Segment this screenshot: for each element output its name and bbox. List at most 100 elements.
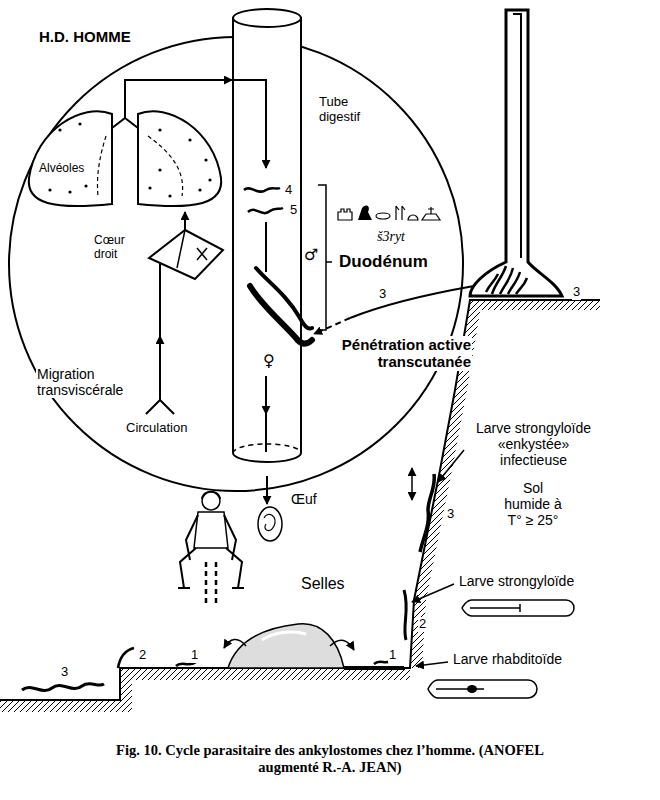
text-anchor: 2 [418, 614, 427, 632]
circle-heading: H.D. HOMME [38, 28, 132, 45]
text-anchor: 1 [388, 645, 397, 663]
stage-label: Œuf [290, 491, 318, 507]
foot-drawing-part [486, 266, 527, 294]
larva-diagrams-part [470, 604, 520, 612]
lungs-shape-outline-part [112, 100, 138, 128]
callout-number: 3 [378, 287, 387, 302]
digestive-tube-outline [232, 8, 302, 463]
label-arrows [412, 450, 464, 666]
lungs-shape: Alvéoles [20, 100, 230, 212]
lungs-shape-outline-part [48, 188, 51, 191]
label-arrows-part [416, 662, 448, 666]
lungs-shape-outline-part [158, 128, 161, 131]
text-anchor: 2 [138, 645, 147, 663]
larva-diagrams-part [467, 685, 477, 693]
hieroglyphs [338, 205, 440, 220]
hieroglyphs-part [396, 206, 405, 220]
callout-number: 1 [388, 648, 397, 663]
text-anchor: 3 [572, 282, 581, 300]
digestive-tube-outline-part-part [265, 222, 267, 272]
hieroglyphs-part [376, 213, 390, 219]
text-anchor: Cœur droit [93, 234, 135, 262]
figure-caption: Fig. 10. Cycle parasitaire des ankylosto… [115, 742, 545, 775]
text-anchor: Larve strongyloïde [458, 572, 575, 590]
lungs-shape-outline-part [97, 136, 106, 196]
feces-part [344, 666, 404, 670]
soil-label: Sol humide à T° ≥ 25° [500, 480, 566, 528]
process-label: Circulation [125, 421, 188, 436]
larvae [22, 468, 434, 691]
stage-label: Larve strongyloïde «enkystée» infectieus… [466, 420, 601, 468]
lungs-shape-outline-part [198, 188, 201, 191]
egg [258, 476, 282, 541]
text-anchor: Œuf [290, 490, 318, 508]
text-anchor: Duodénum [338, 252, 429, 272]
label-arrows-part [438, 450, 464, 482]
sex-symbol: ♀ [262, 352, 276, 370]
duodenum-bracket [318, 185, 332, 330]
digestive-tube-outline-part [233, 9, 301, 27]
digestive-tube-outline-part-part [234, 80, 266, 168]
lungs-shape-outline-part [188, 138, 191, 141]
text-anchor: Larve rhabditoïde [452, 650, 563, 668]
text-anchor: 1 [190, 645, 199, 663]
digestive-tube-outline-part-part [248, 208, 283, 213]
callout-number: 2 [138, 648, 147, 663]
larvae-part [118, 648, 134, 668]
digestive-tube-outline-part-part [265, 414, 267, 452]
organ-label: Duodénum [338, 252, 429, 272]
text-anchor: Circulation [125, 418, 188, 436]
sex-symbol: ♂ [303, 246, 319, 264]
digestive-tube-outline-part [233, 18, 301, 462]
circulation-vessel [146, 264, 174, 414]
text-anchor: ♀ [262, 352, 276, 370]
process-label: Migration transviscérale [36, 366, 141, 398]
stage-label: Selles [300, 575, 346, 593]
human-figure-part [194, 512, 228, 548]
callout-number: 2 [418, 617, 427, 632]
lungs-shape-outline-part [208, 178, 211, 181]
text-anchor: Sol humide à T° ≥ 25° [500, 480, 566, 529]
human-figure-part [202, 492, 220, 510]
lungs-shape-outline-part [84, 184, 87, 187]
egg-part [258, 507, 282, 541]
digestive-tube-outline-part [234, 80, 312, 452]
lungs-shape-outline [20, 100, 230, 212]
hieroglyphs-part [338, 209, 352, 220]
lungs-shape-outline-part [58, 128, 61, 131]
egg-part [264, 514, 275, 530]
heart-shape-outline [145, 230, 225, 280]
callout-number: 3 [60, 665, 69, 680]
human-figure [178, 491, 244, 604]
feces [224, 624, 404, 668]
foot-drawing-part [513, 14, 521, 258]
text-anchor: 5 [289, 200, 298, 218]
foot-drawing [470, 10, 562, 296]
callout-number: 3 [572, 285, 581, 300]
stage-label: Larve rhabditoïde [452, 651, 563, 667]
lungs-shape-outline-part [148, 136, 183, 196]
soil-ground-part [470, 300, 600, 310]
label-arrows-part [412, 584, 454, 602]
hieroglyphs-part [408, 215, 418, 220]
penetration-arrow-part [350, 286, 474, 318]
text-anchor: Pénétration active transcutanée [322, 336, 472, 371]
text-anchor: Selles [300, 575, 346, 593]
larvae-part [420, 474, 434, 552]
text-anchor: 3 [446, 504, 455, 522]
duodenum-bracket-part [318, 185, 332, 330]
text-anchor: H.D. HOMME [38, 28, 132, 46]
human-figure-part [178, 515, 244, 588]
process-label: Pénétration active transcutanée [322, 336, 472, 371]
callout-number: 4 [284, 183, 293, 198]
lungs-shape-outline-part [204, 158, 207, 161]
lungs-shape-outline-part [68, 190, 71, 193]
lungs-shape-outline-part [148, 186, 151, 189]
connector [125, 80, 232, 100]
lungs-shape-outline-part [168, 194, 171, 197]
lungs-shape-outline-part [29, 111, 112, 206]
feces-part [330, 640, 354, 650]
organ-label: Tube digestif [318, 95, 374, 125]
connector [184, 212, 186, 230]
